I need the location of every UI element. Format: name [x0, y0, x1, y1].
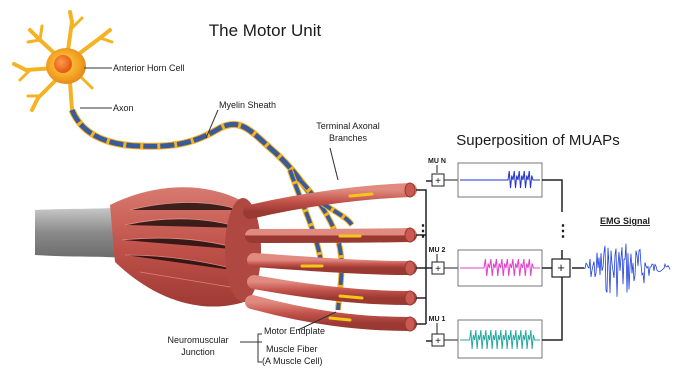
anterior-horn-cell-icon	[14, 12, 112, 110]
label-neuromuscular-junction-2: Junction	[181, 347, 215, 357]
emg-signal-label: EMG Signal	[600, 216, 650, 226]
muscle-fibers	[250, 183, 415, 331]
label-motor-endplate: Motor Endplate	[264, 326, 325, 336]
label-anterior-horn-cell: Anterior Horn Cell	[113, 63, 185, 73]
mu-label-n: MU N	[428, 158, 446, 165]
plus-icon: +	[435, 336, 441, 347]
ellipsis-icon: ⋮	[415, 223, 431, 240]
emg-signal-waveform	[584, 244, 670, 297]
plus-icon: +	[435, 264, 441, 275]
mu-label-1: MU 1	[429, 316, 446, 323]
label-terminal-axonal-branches-2: Branches	[329, 133, 368, 143]
page-title: The Motor Unit	[209, 21, 322, 40]
plus-icon: +	[435, 176, 441, 187]
label-terminal-axonal-branches: Terminal Axonal	[316, 121, 380, 131]
label-muscle-fiber: Muscle Fiber	[266, 344, 318, 354]
label-muscle-fiber-2: (A Muscle Cell)	[262, 356, 323, 366]
plus-icon: +	[557, 260, 565, 275]
mu-label-2: MU 2	[429, 247, 446, 254]
label-myelin-sheath: Myelin Sheath	[219, 100, 276, 110]
superposition-title: Superposition of MUAPs	[456, 132, 619, 149]
ellipsis-icon: ⋮	[555, 223, 571, 240]
label-axon: Axon	[113, 103, 134, 113]
label-neuromuscular-junction: Neuromuscular	[167, 335, 228, 345]
